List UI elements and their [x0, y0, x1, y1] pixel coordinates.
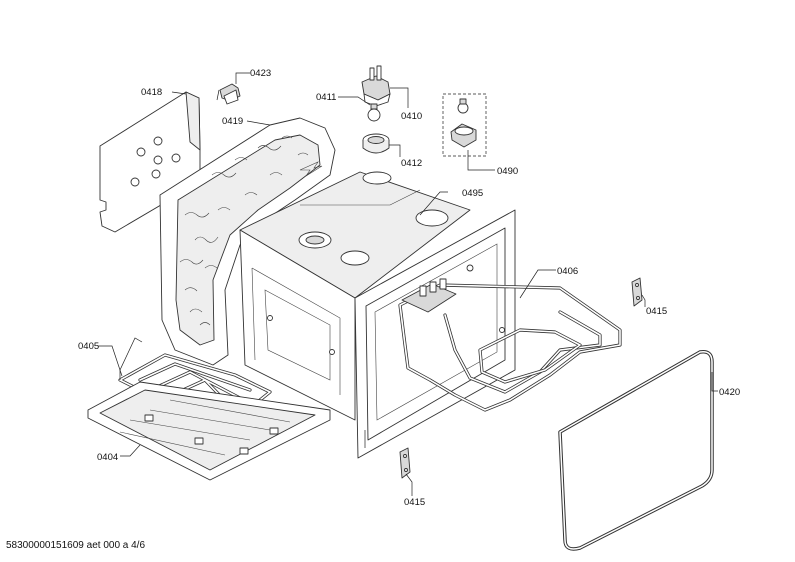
part-0418-back-panel: [99, 91, 201, 233]
label-0415-upper: 0415: [646, 306, 667, 317]
part-0406-grill-element: [398, 278, 622, 412]
part-0423-clip: [216, 83, 241, 105]
part-0404-bottom-tray: [87, 381, 331, 481]
part-0495-front-frame: [354, 209, 516, 459]
label-0405: 0405: [78, 341, 99, 352]
label-0420: 0420: [719, 387, 740, 398]
label-0418: 0418: [141, 87, 162, 98]
part-0419-insulation-wrap: [159, 117, 336, 366]
label-0495: 0495: [462, 188, 483, 199]
label-0406: 0406: [557, 266, 578, 277]
part-0410-lamp-holder: [361, 65, 391, 107]
part-labels: 0418 0423 0419 0411 0410 0412 0490 0495 …: [78, 68, 740, 508]
label-0423: 0423: [250, 68, 271, 79]
label-0410: 0410: [401, 111, 422, 122]
part-0411-lamp-bulb: [367, 103, 381, 122]
part-0490-lamp-kit: [442, 93, 487, 157]
part-0412-lamp-cover: [362, 133, 390, 154]
drawing-reference-code: 58300000151609 aet 000 a 4/6: [6, 540, 146, 551]
label-0490: 0490: [497, 166, 518, 177]
part-0415-rail-bracket-lower: [399, 447, 411, 479]
part-0415-rail-bracket-upper: [631, 277, 643, 307]
part-0495-oven-cavity: [239, 171, 471, 421]
label-0411: 0411: [316, 92, 336, 103]
leader-lines: [98, 72, 718, 496]
label-0415-lower: 0415: [404, 497, 425, 508]
label-0419: 0419: [222, 116, 243, 127]
label-0404: 0404: [97, 452, 118, 463]
label-0412: 0412: [401, 158, 422, 169]
part-0420-door-seal: [558, 349, 714, 551]
